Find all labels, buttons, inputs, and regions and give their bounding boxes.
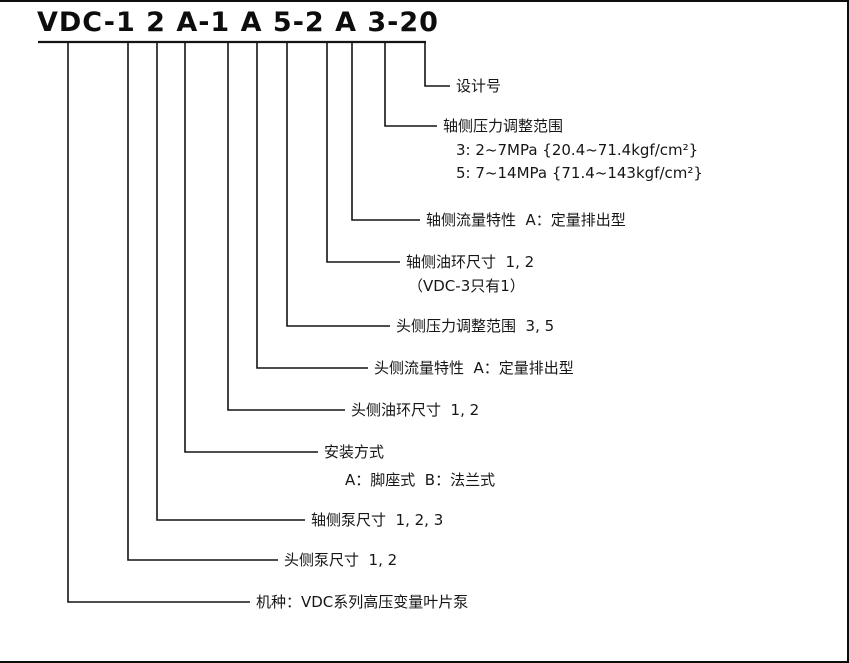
label-axis-oil-ring-size: 轴侧油环尺寸 1, 2 [406,253,535,271]
label-axis-pressure-option-5: 5: 7~14MPa {71.4~143kgf/cm²} [456,164,703,182]
label-axis-pump-size: 轴侧泵尺寸 1, 2, 3 [311,511,444,529]
label-head-pump-size: 头侧泵尺寸 1, 2 [284,551,398,569]
label-axis-pressure-option-3: 3: 2~7MPa {20.4~71.4kgf/cm²} [456,141,699,159]
label-mounting-options: A：脚座式 B：法兰式 [345,471,496,489]
label-axis-pressure-range: 轴侧压力调整范围 [443,117,564,135]
label-head-pressure-range: 头侧压力调整范围 3, 5 [396,317,555,335]
label-head-flow-characteristic: 头侧流量特性 A：定量排出型 [374,359,574,377]
label-design-number: 设计号 [456,77,502,95]
label-head-oil-ring-size: 头侧油环尺寸 1, 2 [351,401,480,419]
label-model-series: 机种：VDC系列高压变量叶片泵 [256,593,469,611]
label-axis-flow-characteristic: 轴侧流量特性 A：定量排出型 [426,211,626,229]
label-axis-oil-ring-note: （VDC-3只有1） [408,277,525,295]
model-code: VDC-1 2 A-1 A 5-2 A 3-20 [37,7,439,38]
label-mounting-type: 安装方式 [324,443,385,461]
